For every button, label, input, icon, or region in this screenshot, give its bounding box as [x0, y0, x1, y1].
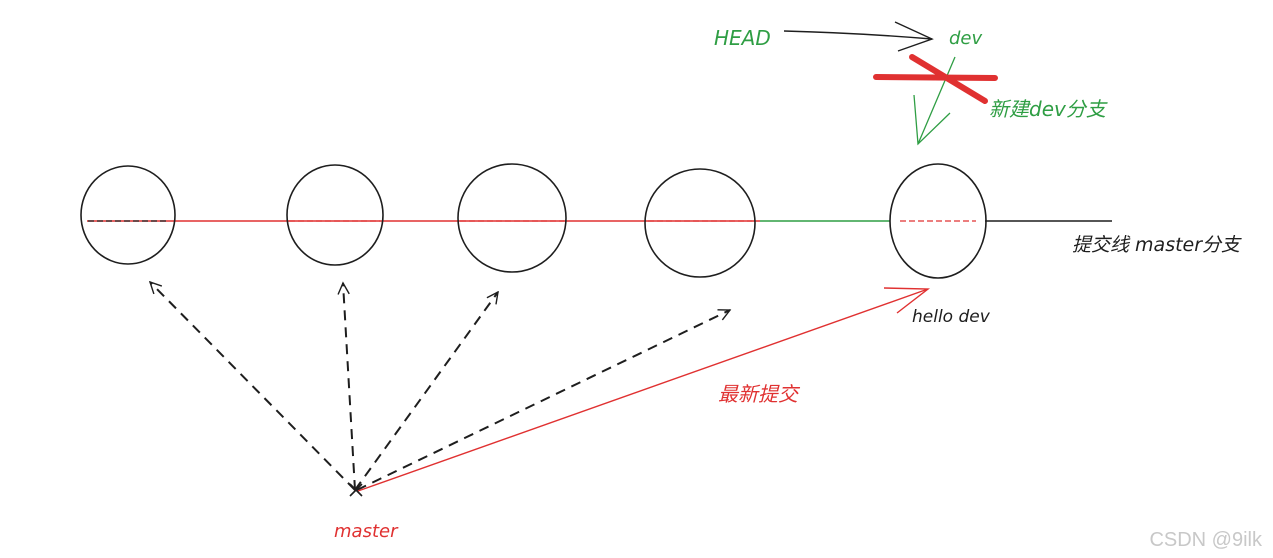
latest-commit-label: 最新提交: [718, 382, 801, 406]
commit-node-3: [457, 163, 567, 273]
master-arrow-to-commit-3: [354, 292, 498, 491]
master-label: master: [334, 521, 399, 542]
dev-to-commit-arrow: [913, 56, 956, 146]
commit-node-2: [286, 164, 384, 266]
master-origin-mark: [349, 483, 363, 497]
hello-dev-label: hello dev: [912, 307, 991, 327]
head-to-dev-arrow: [783, 21, 934, 52]
watermark: CSDN @9ilk: [1149, 529, 1263, 551]
new-dev-branch-label: 新建dev分支: [989, 97, 1108, 121]
commit-line-master-label: 提交线 master分支: [1072, 234, 1242, 256]
master-arrow-to-commit-2: [343, 283, 356, 491]
commit-node-5: [889, 163, 987, 279]
head-label: HEAD: [714, 26, 771, 50]
dev-label: dev: [949, 28, 983, 49]
commit-node-1: [80, 165, 176, 265]
master-arrow-to-commit-4: [356, 309, 730, 491]
cross-mark-horizontal: [873, 74, 998, 81]
latest-commit-arrow: [357, 287, 930, 492]
master-arrow-to-commit-1: [150, 282, 356, 491]
commit-node-4: [644, 168, 756, 278]
cross-mark-diagonal: [909, 54, 988, 104]
